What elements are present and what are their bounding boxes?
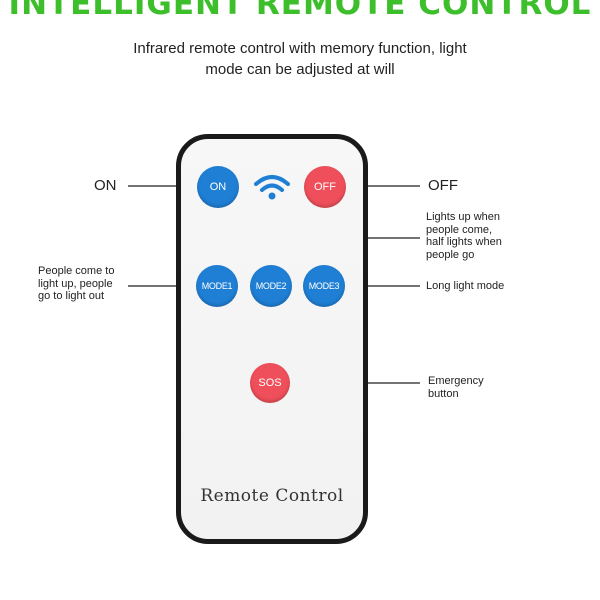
mode1-button-label: MODE1 [201,281,233,291]
callout-sos-line: Emergency [428,375,484,387]
subtitle-line-2: mode can be adjusted at will [205,61,395,78]
callout-mode1-line: People come to [38,265,115,277]
mode2-button[interactable]: MODE2 [250,265,292,307]
callout-sos-line: button [428,387,459,400]
remote-label: Remote Control [200,486,344,506]
on-button[interactable]: ON [197,166,239,208]
callout-mode2-line: people come, [426,223,493,236]
callout-mode2: Lights up when people come, half lights … [426,211,502,261]
on-button-label: ON [209,181,227,193]
callout-sos: Emergency button [428,375,484,400]
off-button[interactable]: OFF [304,166,346,208]
mode3-button-label: MODE3 [308,281,340,291]
callout-mode2-line: half lights when [426,236,502,248]
callout-mode1-line: light up, people [38,277,113,290]
callout-mode3: Long light mode [426,280,505,292]
mode1-button[interactable]: MODE1 [196,265,238,307]
callout-on: ON [94,177,117,194]
page-title: INTELLIGENT REMOTE CONTROL [8,0,592,22]
callout-mode1-line: go to light out [38,290,105,302]
sos-button-label: SOS [258,377,282,389]
wifi-signal-icon [254,175,290,200]
sos-button[interactable]: SOS [250,363,290,403]
callout-mode2-line: Lights up when [426,211,500,223]
subtitle-line-1: Infrared remote control with memory func… [133,40,467,57]
mode2-button-label: MODE2 [255,281,287,291]
mode3-button[interactable]: MODE3 [303,265,345,307]
callout-mode1: People come to light up, people go to li… [38,265,114,303]
callout-mode2-line: people go [426,248,475,261]
subtitle: Infrared remote control with memory func… [40,38,560,80]
off-button-label: OFF [314,181,336,193]
callout-off: OFF [428,177,458,194]
